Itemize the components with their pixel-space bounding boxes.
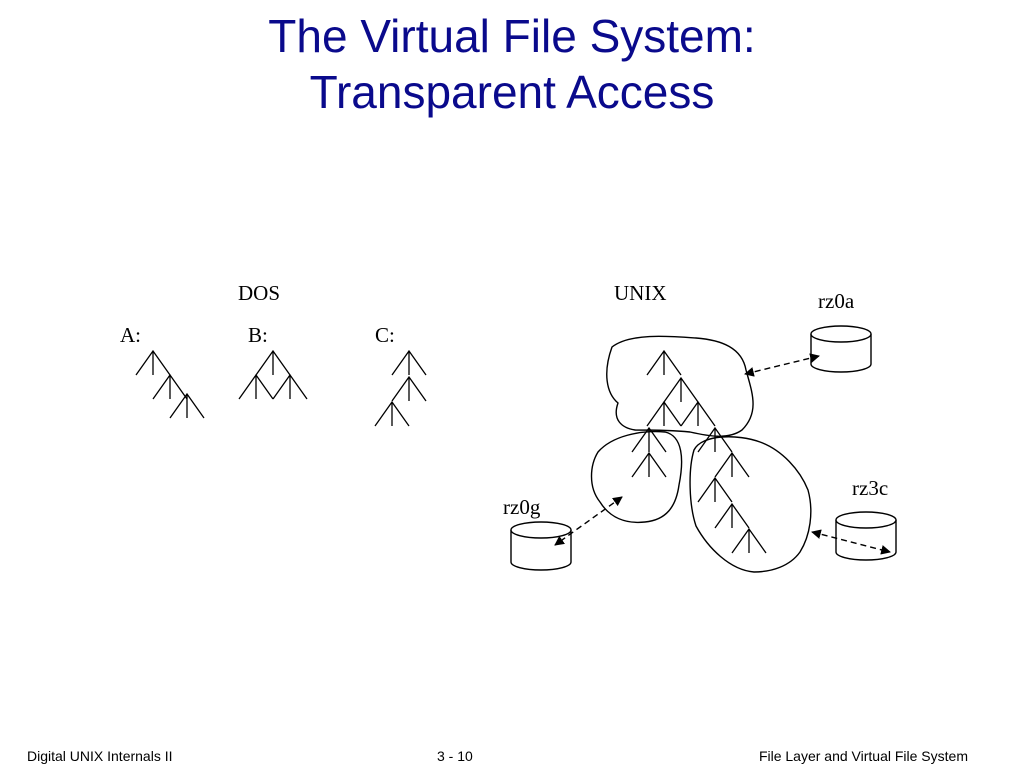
unix-rz3c-tree	[697, 426, 767, 554]
slide-title-line-2: Transparent Access	[309, 66, 715, 118]
rz0g-mount-arrow	[554, 496, 623, 546]
rz0a-disk-icon	[810, 325, 872, 373]
unix-rz0g-tree	[631, 426, 667, 478]
rz3c-disk-icon	[835, 511, 897, 561]
dos-label: DOS	[238, 281, 280, 305]
rz0a-label: rz0a	[818, 289, 855, 313]
footer-page-number: 3 - 10	[437, 748, 473, 764]
rz0g-label: rz0g	[503, 495, 541, 519]
drive-b-label: B:	[248, 323, 268, 347]
slide-title: The Virtual File System: Transparent Acc…	[0, 8, 1024, 120]
drive-a-tree	[135, 349, 205, 419]
rz0a-mount-arrow	[744, 353, 820, 377]
drive-c-tree	[374, 349, 427, 427]
unix-root-tree	[646, 349, 716, 427]
drive-a-label: A:	[120, 323, 141, 347]
unix-root-region	[606, 335, 754, 437]
slide-title-line-1: The Virtual File System:	[268, 10, 756, 62]
drive-c-label: C:	[375, 323, 395, 347]
footer-course: Digital UNIX Internals II	[27, 748, 173, 764]
rz0g-disk-icon	[510, 521, 572, 571]
rz3c-mount-arrow	[811, 529, 891, 555]
footer-chapter: File Layer and Virtual File System	[758, 748, 968, 764]
unix-label: UNIX	[614, 281, 667, 305]
drive-b-tree	[238, 349, 308, 400]
unix-rz3c-region	[689, 436, 812, 573]
rz3c-label: rz3c	[852, 476, 888, 500]
